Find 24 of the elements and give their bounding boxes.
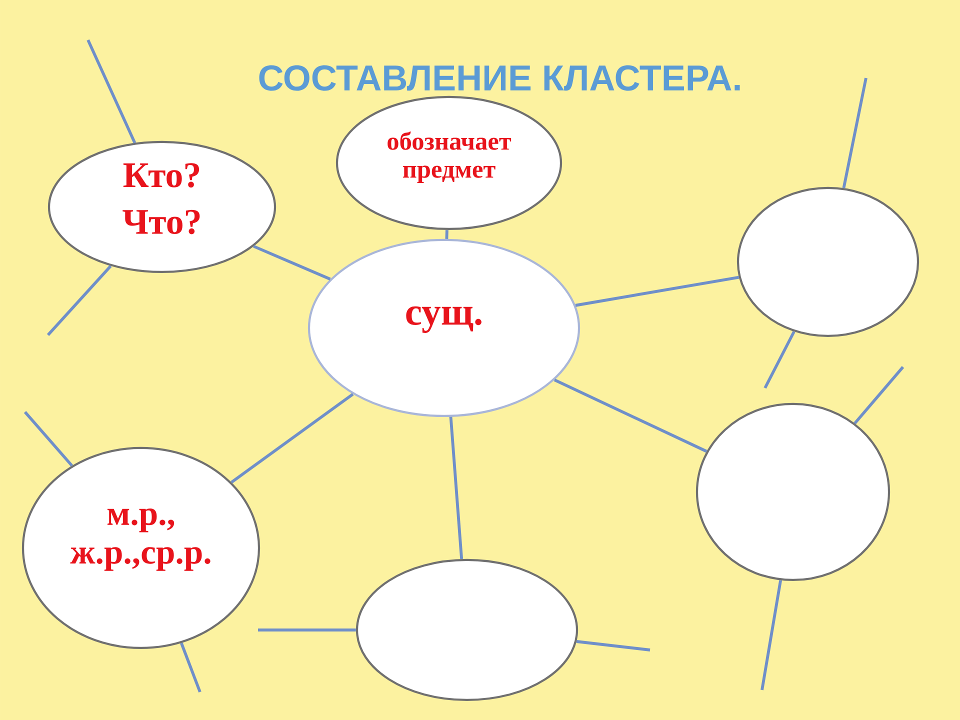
empty-oval (696, 402, 890, 582)
connector-line (449, 416, 464, 560)
branch-line (46, 265, 112, 336)
branch-line (576, 640, 650, 652)
connector-line (253, 244, 331, 280)
connector-line (445, 230, 448, 239)
branch-line (854, 366, 904, 424)
empty-oval (736, 186, 920, 338)
oval: Кто? Что? (48, 140, 276, 274)
branch-line (24, 411, 74, 467)
title: СОСТАВЛЕНИЕ КЛАСТЕРА. (259, 65, 740, 91)
connector-line (575, 276, 740, 307)
connector-line (230, 392, 354, 484)
connector-line (554, 378, 708, 453)
oval: сущ. (308, 238, 580, 418)
branch-line (842, 78, 868, 188)
branch-line (760, 580, 782, 690)
oval: м.р., ж.р.,ср.р. (22, 446, 260, 650)
branch-line (764, 330, 796, 389)
oval: обозначает предмет (336, 96, 562, 230)
empty-oval (356, 558, 578, 702)
branch-line (258, 628, 356, 632)
branch-line (180, 642, 202, 692)
branch-line (86, 39, 136, 144)
